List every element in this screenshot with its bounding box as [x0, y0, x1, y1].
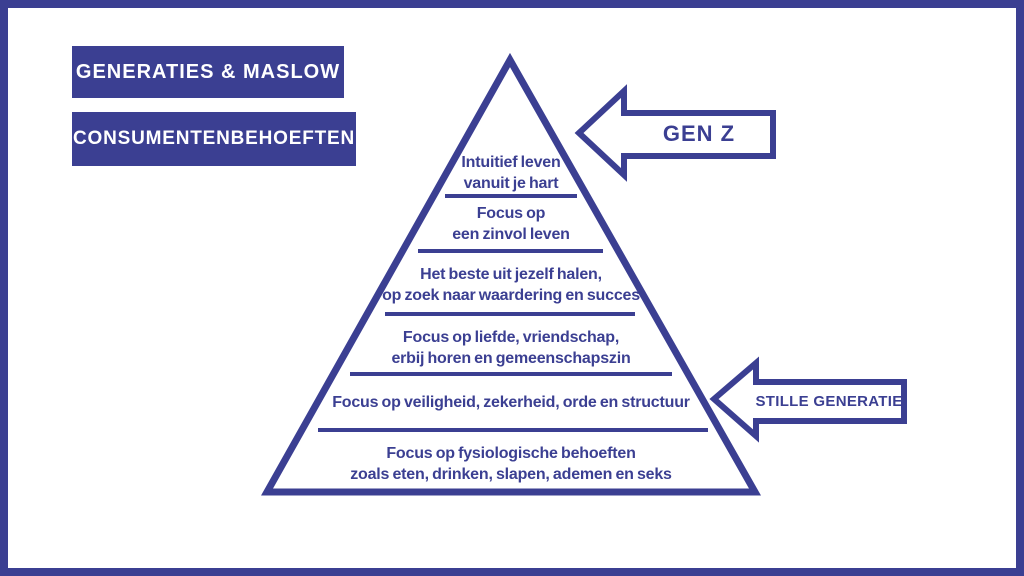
- pyramid-outline: [261, 52, 762, 496]
- gen-z-arrow-icon: [574, 84, 776, 182]
- pyramid-level-3-text: Het beste uit jezelf halen, op zoek naar…: [382, 266, 640, 304]
- pyramid-level-6-text: Focus op fysiologische behoeften zoals e…: [350, 445, 672, 483]
- pyramid-level-1-text: Intuitief leven vanuit je hart: [461, 154, 561, 192]
- stille-generatie-arrow-icon: [709, 356, 907, 443]
- pyramid-level-5-text: Focus op veiligheid, zekerheid, orde en …: [332, 394, 690, 411]
- subtitle-box: CONSUMENTENBEHOEFTEN: [72, 112, 356, 166]
- pyramid-level-4-text: Focus op liefde, vriendschap, erbij hore…: [391, 329, 631, 367]
- pyramid-level-2-text: Focus op een zinvol leven: [452, 205, 570, 243]
- gen-z-arrow-label: GEN Z: [662, 121, 736, 146]
- title-box: GENERATIES & MASLOW: [72, 46, 344, 98]
- stille-generatie-arrow-label: STILLE GENERATIE: [755, 393, 903, 410]
